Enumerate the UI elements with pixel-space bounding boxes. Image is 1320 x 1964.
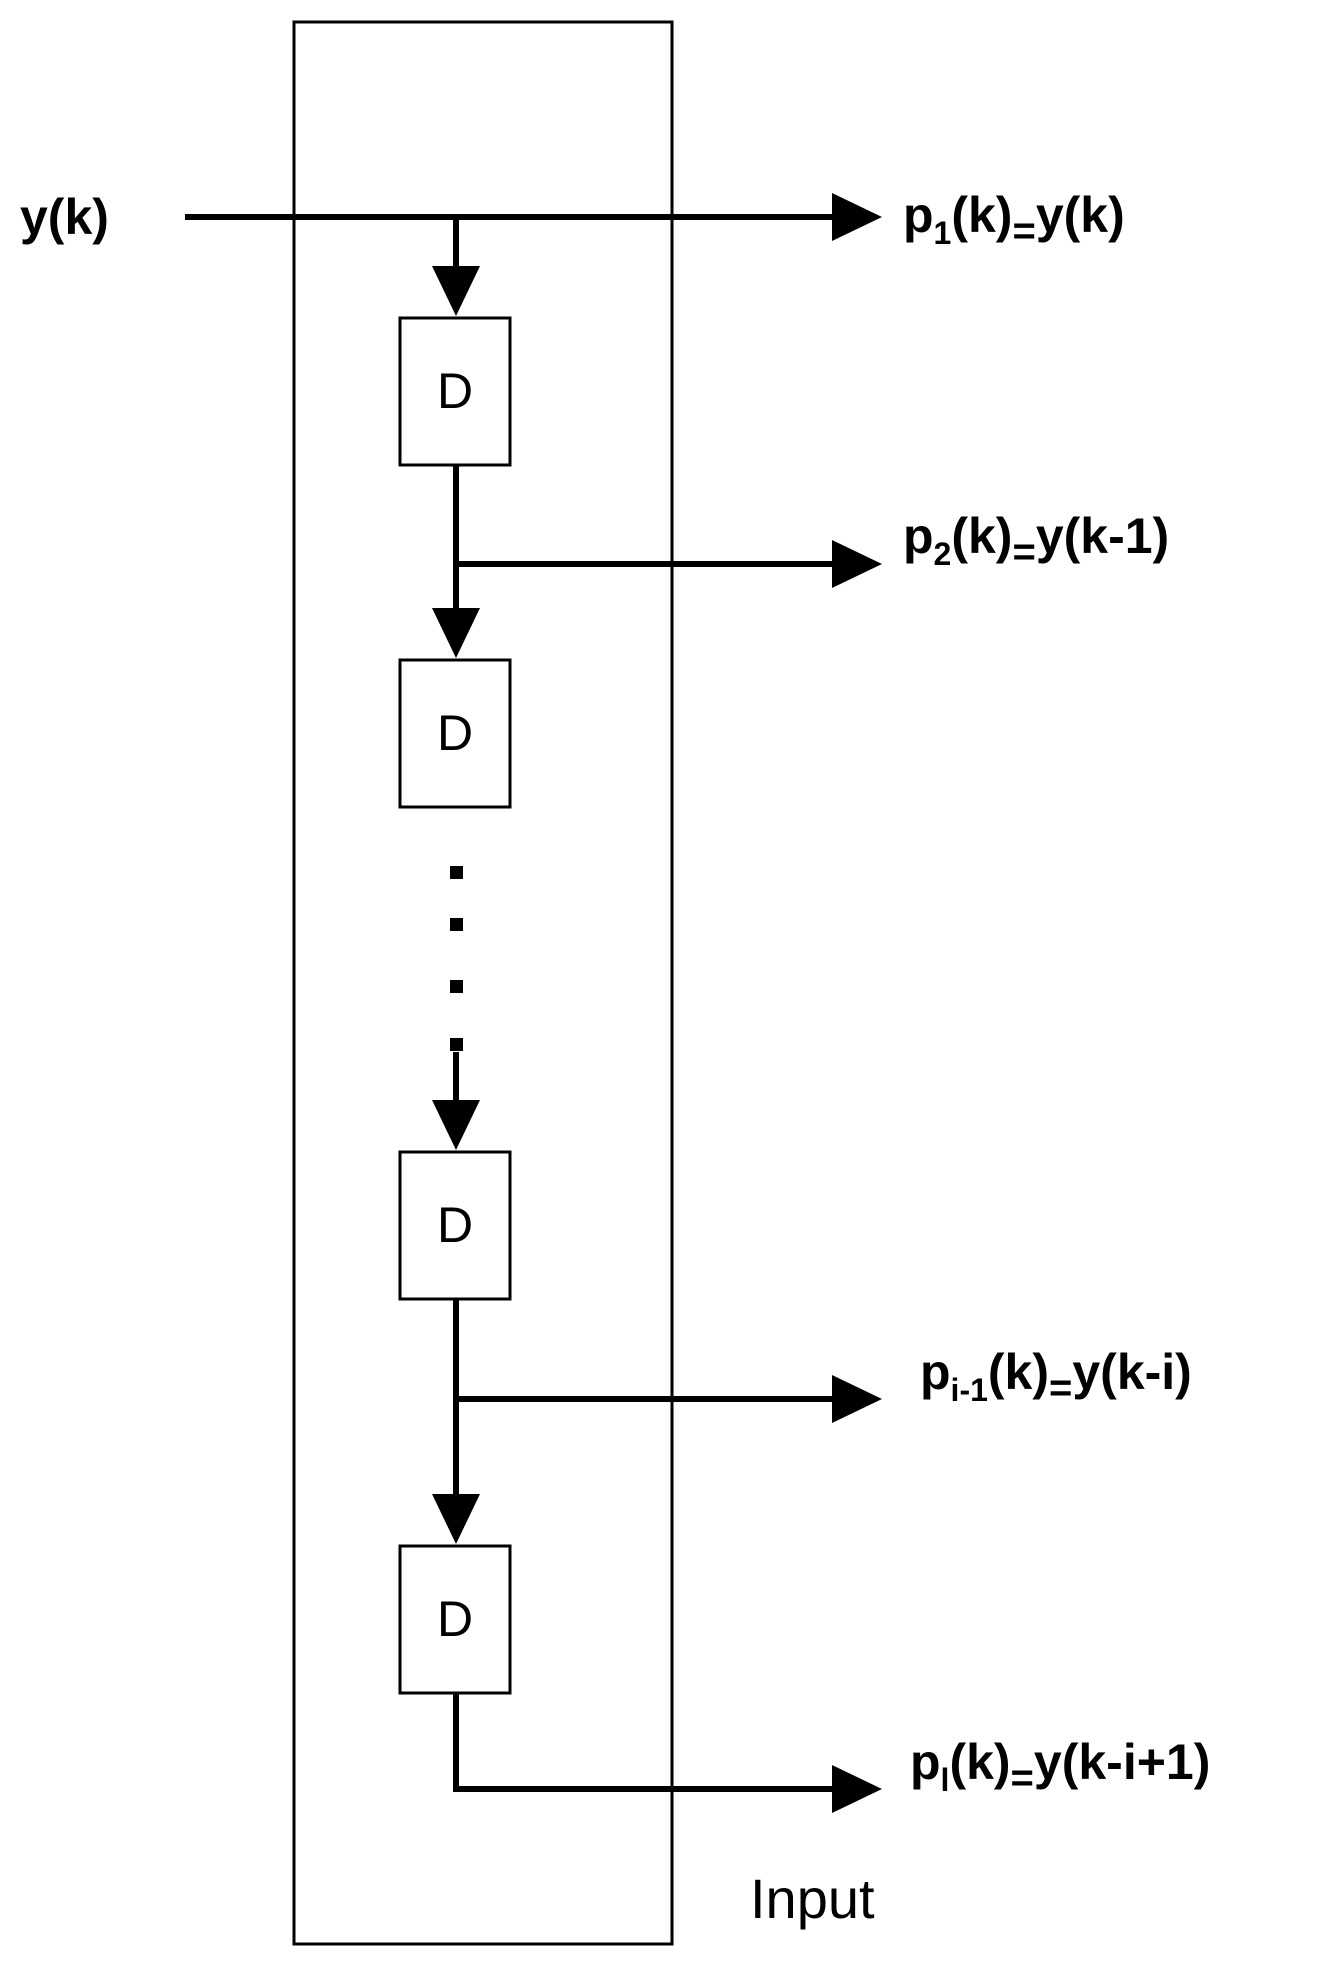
output-arrow-1 [832,193,882,241]
arrow-into-delay-2 [432,608,480,658]
arrow-into-delay-3 [432,1100,480,1150]
ellipsis-dot-1 [450,866,463,879]
input-block-caption: Input [750,1867,875,1930]
delay-label-2: D [437,705,473,761]
delay-block-1 [398,316,512,467]
output-label-4: pl(k)=y(k-i+1) [910,1734,1210,1800]
input-block-frame [292,20,674,1946]
ellipsis-dot-2 [450,918,463,931]
output-label-2: p2(k)=y(k-1) [903,508,1169,574]
output-arrow-4 [832,1765,882,1813]
ellipsis-dot-3 [450,980,463,993]
delay-label-4: D [437,1591,473,1647]
delay-label-1: D [437,363,473,419]
arrow-into-delay-4 [432,1494,480,1544]
output-arrow-2 [832,540,882,588]
delay-block-4 [398,1544,512,1695]
output-label-3: pi-1(k)=y(k-i) [920,1344,1192,1410]
input-signal-label: y(k) [20,189,109,245]
output-label-1: p1(k)=y(k) [903,187,1125,253]
ellipsis-dot-4 [450,1038,463,1051]
delay-label-3: D [437,1197,473,1253]
tap-wire-4 [453,1693,832,1792]
delay-block-3 [398,1150,512,1301]
arrow-into-delay-1 [432,266,480,316]
output-arrow-3 [832,1375,882,1423]
delay-block-2 [398,658,512,809]
